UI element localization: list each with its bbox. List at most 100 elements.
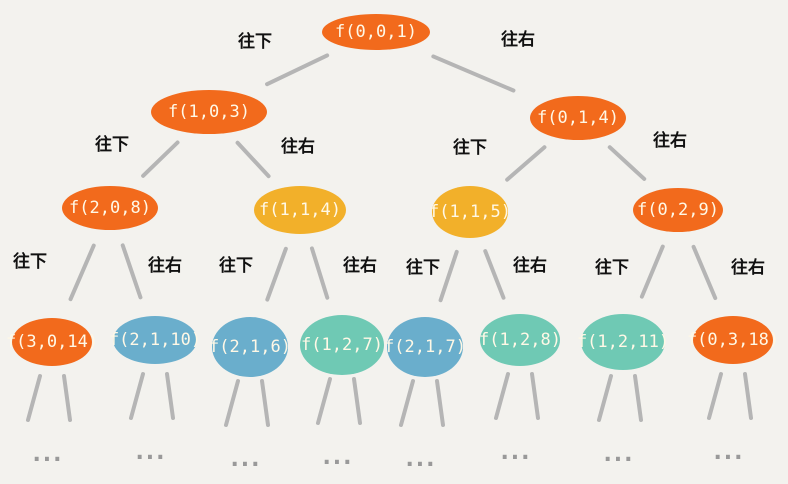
edge-label-right: 往右	[513, 255, 547, 276]
edge-n5-n11	[438, 249, 459, 303]
stub-line-n9-right	[260, 379, 270, 427]
node-ellipse	[432, 186, 508, 238]
stub-line-n14-right	[743, 372, 753, 420]
node-ellipse	[693, 316, 773, 364]
node-label: f(0,3,18)	[687, 330, 779, 350]
node-label: f(3,0,14)	[6, 332, 98, 352]
edge-n3-n7	[68, 243, 96, 302]
ellipsis-n14: ···	[713, 446, 744, 471]
node-ellipse	[212, 317, 288, 377]
edge-n6-n14	[691, 244, 718, 300]
node-ellipse	[322, 14, 430, 50]
edge-label-down: 往下	[219, 255, 253, 276]
edge-label-right: 往右	[501, 29, 535, 50]
tree-node: f(1,0,3)	[151, 90, 267, 134]
stub-line-n13-right	[633, 374, 643, 422]
ellipsis-n9: ···	[230, 453, 261, 478]
node-ellipse	[633, 188, 723, 232]
ellipsis-n11: ···	[405, 453, 436, 478]
edge-label-right: 往右	[281, 136, 315, 157]
edge-n2-n6	[607, 145, 647, 181]
tree-node: f(1,1,5)	[429, 186, 511, 238]
stub-line-n7-right	[62, 374, 72, 422]
edge-label-right: 往右	[148, 255, 182, 276]
tree-node: f(2,1,10)	[109, 316, 201, 364]
edge-n1-n4	[235, 140, 271, 179]
node-ellipse	[480, 314, 560, 366]
stub-line-n13-left	[597, 374, 613, 422]
edge-label-right: 往右	[731, 257, 765, 278]
node-ellipse	[387, 317, 463, 377]
node-ellipse	[581, 314, 665, 370]
ellipsis-n13: ···	[603, 448, 634, 473]
edge-labels: 往下往右往下往右往下往右往下往右往下往右往下往右往下往右	[13, 29, 765, 278]
stub-line-n7-left	[26, 374, 42, 422]
stub-line-n14-left	[707, 372, 723, 420]
tree-node: f(2,1,6)	[209, 317, 291, 377]
stub-line-n10-left	[316, 377, 332, 425]
node-label: f(1,2,7)	[301, 335, 383, 355]
tree-node: f(0,3,18)	[687, 316, 779, 364]
tree-nodes: f(0,0,1) f(1,0,3) f(0,1,4) f(2,0,8) f(1,1,4)…	[6, 14, 779, 377]
tree-node: f(0,0,1)	[322, 14, 430, 50]
tree-node: f(0,2,9)	[633, 188, 723, 232]
stub-line-n11-right	[435, 379, 445, 427]
edge-n4-n10	[309, 246, 330, 300]
node-label: f(2,0,8)	[69, 198, 151, 218]
tree-edges	[68, 53, 718, 303]
edge-n0-n2	[431, 54, 516, 93]
node-ellipse	[113, 316, 197, 364]
node-ellipse	[62, 186, 158, 230]
node-ellipse	[12, 318, 92, 366]
edge-label-down: 往下	[238, 31, 272, 52]
node-ellipse	[254, 186, 346, 234]
node-label: f(1,2,11)	[577, 332, 669, 352]
edge-n6-n13	[639, 244, 665, 299]
stub-line-n11-left	[399, 379, 415, 427]
node-label: f(1,0,3)	[168, 102, 250, 122]
tree-node: f(1,2,11)	[577, 314, 669, 370]
stub-line-n12-left	[494, 372, 510, 420]
edge-n1-n3	[141, 140, 180, 178]
ellipsis-marks: ··· ··· ··· ··· ··· ··· ··· ···	[32, 446, 744, 478]
leaf-stub-lines	[26, 372, 753, 427]
ellipsis-n7: ···	[32, 448, 63, 473]
edge-n5-n12	[483, 249, 506, 300]
node-label: f(1,1,4)	[259, 200, 341, 220]
stub-line-n8-right	[165, 372, 175, 420]
edge-label-down: 往下	[595, 257, 629, 278]
tree-node: f(3,0,14)	[6, 318, 98, 366]
tree-node: f(1,1,4)	[254, 186, 346, 234]
tree-node: f(0,1,4)	[530, 96, 626, 140]
edge-label-right: 往右	[343, 255, 377, 276]
stub-line-n10-right	[352, 377, 362, 425]
edge-label-down: 往下	[13, 251, 47, 272]
node-label: f(1,1,5)	[429, 202, 511, 222]
node-ellipse	[300, 315, 384, 375]
node-label: f(0,0,1)	[335, 22, 417, 42]
node-label: f(2,1,6)	[209, 337, 291, 357]
tree-node: f(1,2,7)	[300, 315, 384, 375]
tree-node: f(1,2,8)	[479, 314, 561, 366]
node-label: f(1,2,8)	[479, 330, 561, 350]
edge-n0-n1	[265, 53, 330, 87]
stub-line-n9-left	[224, 379, 240, 427]
node-label: f(0,1,4)	[537, 108, 619, 128]
tree-node: f(2,0,8)	[62, 186, 158, 230]
ellipsis-n12: ···	[500, 446, 531, 471]
node-label: f(0,2,9)	[637, 200, 719, 220]
node-label: f(2,1,10)	[109, 330, 201, 350]
edge-label-down: 往下	[453, 137, 487, 158]
ellipsis-n10: ···	[322, 451, 353, 476]
node-ellipse	[530, 96, 626, 140]
edge-n3-n8	[120, 243, 143, 300]
edge-label-down: 往下	[406, 257, 440, 278]
node-ellipse	[151, 90, 267, 134]
stub-line-n8-left	[129, 372, 145, 420]
tree-node: f(2,1,7)	[384, 317, 466, 377]
node-label: f(2,1,7)	[384, 337, 466, 357]
edge-n2-n5	[505, 145, 547, 182]
ellipsis-n8: ···	[135, 446, 166, 471]
stub-line-n12-right	[530, 372, 540, 420]
